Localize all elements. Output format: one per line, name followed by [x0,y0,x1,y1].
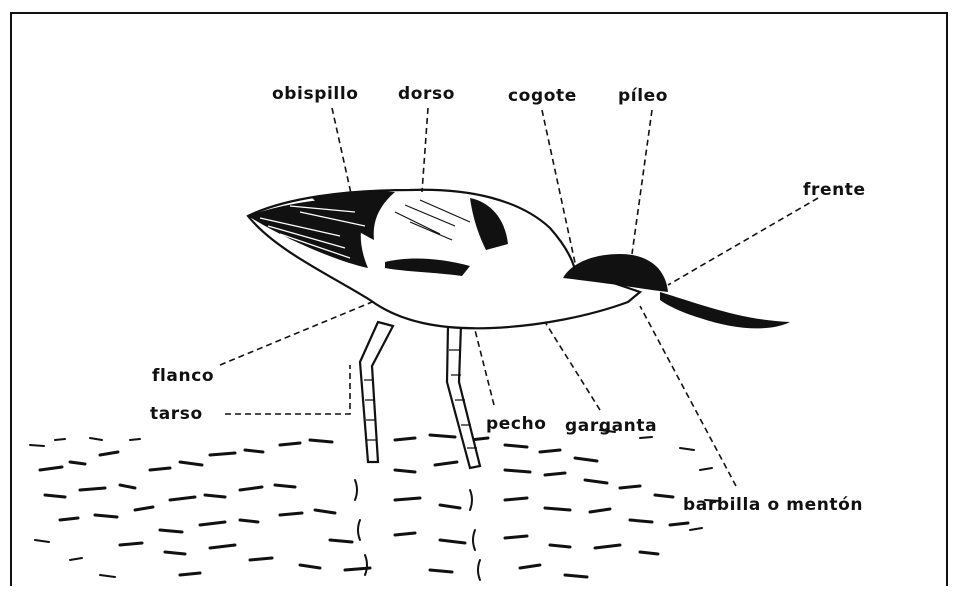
leader-pecho [475,330,494,405]
leader-frente [668,198,818,285]
label-tarso: tarso [150,406,203,423]
label-barbilla: barbilla o mentón [683,497,863,514]
leader-pileo [632,110,652,254]
label-pileo: píleo [618,88,668,105]
leader-barbilla [640,306,736,486]
leader-tarso [225,365,350,414]
label-garganta: garganta [565,418,657,435]
leader-dorso [422,108,428,192]
label-obispillo: obispillo [272,86,359,103]
leader-garganta [545,322,600,410]
leader-obispillo [332,108,352,198]
label-dorso: dorso [398,86,455,103]
label-flanco: flanco [152,368,214,385]
bird-body [248,190,640,329]
bird-legs [360,322,480,468]
leader-flanco [220,302,372,365]
label-cogote: cogote [508,88,577,105]
label-pecho: pecho [486,416,547,433]
label-frente: frente [803,182,866,199]
